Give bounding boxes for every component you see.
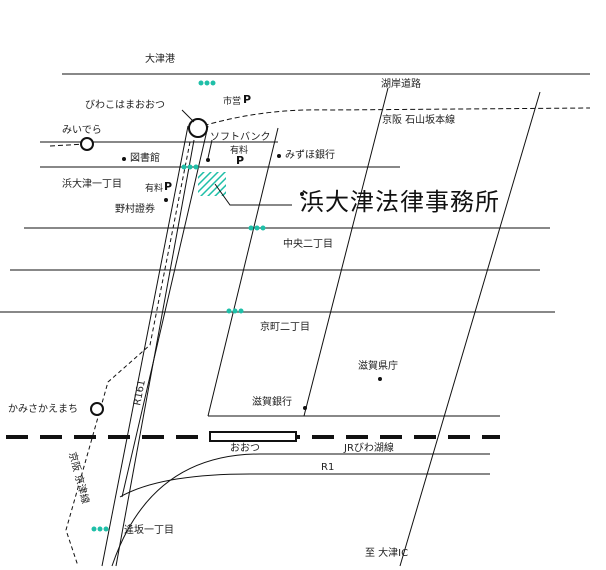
label-keihan-ishiyama-line: 京阪 石山坂本線 xyxy=(382,115,456,126)
label-nomura-securities: 野村證券 xyxy=(115,204,155,215)
softbank-leader-line xyxy=(207,139,213,159)
signal-hamaotsu xyxy=(181,164,199,170)
label-otsu-station: おおつ xyxy=(230,443,260,454)
label-jr-biwako-line: JRびわ湖線 xyxy=(344,443,394,454)
signal-otsu-port xyxy=(198,80,216,86)
label-otsu-port: 大津港 xyxy=(145,54,175,65)
landmark-dots xyxy=(122,154,382,410)
avenue-1 xyxy=(207,127,279,417)
route-161-label: R161 xyxy=(132,379,148,407)
route-1-road xyxy=(111,453,490,567)
shiga-bank-dot xyxy=(303,406,307,410)
nomura-dot xyxy=(164,198,168,202)
office-dot xyxy=(300,192,304,196)
keihan-keishin-line xyxy=(65,141,191,567)
mizuho-dot xyxy=(277,154,281,158)
office-title: 浜大津法律事務所 xyxy=(300,188,500,216)
label-city-parking: 市営 xyxy=(223,97,242,107)
softbank-dot xyxy=(206,158,210,162)
horizontal-roads xyxy=(0,73,590,417)
signal-chuo xyxy=(248,225,266,231)
route-161-road xyxy=(101,125,209,567)
shiga-pref-dot xyxy=(378,377,382,381)
parking-icon-city: P xyxy=(243,93,252,106)
miidera-station-icon xyxy=(80,137,94,151)
label-biwako-hama-otsu: びわこはまおおつ xyxy=(85,100,165,111)
office-leader-line xyxy=(214,183,292,206)
label-library: 図書館 xyxy=(130,153,160,164)
label-hamaotsu-1chome: 浜大津一丁目 xyxy=(62,179,122,190)
label-lakeshore-road: 湖岸道路 xyxy=(381,79,421,90)
keihan-keishin-label: 京阪 京津線 xyxy=(66,450,92,505)
signal-kyomachi xyxy=(226,308,244,314)
label-mizuho-bank: みずほ銀行 xyxy=(285,150,335,161)
avenue-3 xyxy=(399,91,541,567)
biwako-leader-line xyxy=(181,109,195,123)
kamisakaemachi-station-icon xyxy=(90,402,104,416)
label-osaka-1chome: 逢坂一丁目 xyxy=(124,525,174,536)
label-paid-1: 有料 xyxy=(230,146,249,156)
label-chuo-2chome: 中央二丁目 xyxy=(283,239,333,250)
label-shiga-pref-office: 滋賀県庁 xyxy=(358,361,398,372)
traffic-signals xyxy=(91,80,266,532)
biwako-hama-otsu-station-icon xyxy=(188,118,208,138)
keihan-ishiyama-sakamoto-line xyxy=(49,107,591,147)
library-dot xyxy=(122,157,126,161)
office-building xyxy=(198,172,226,196)
parking-icon-paid-1: P xyxy=(236,154,245,167)
label-shiga-bank: 滋賀銀行 xyxy=(252,397,292,408)
parking-icon-paid-2: P xyxy=(164,180,173,193)
avenue-2 xyxy=(303,87,389,417)
label-kamisakaemachi: かみさかえまち xyxy=(8,404,78,415)
signal-osaka xyxy=(91,526,109,532)
label-softbank: ソフトバンク xyxy=(210,132,271,143)
diagonal-roads xyxy=(207,87,541,567)
label-paid-2: 有料 xyxy=(145,184,164,194)
label-miidera: みいでら xyxy=(62,125,102,136)
label-r1: R1 xyxy=(321,462,335,473)
label-kyomachi-2chome: 京町二丁目 xyxy=(260,322,310,333)
otsu-station-building xyxy=(209,431,297,442)
label-to-otsu-ic: 至 大津IC xyxy=(365,548,409,559)
